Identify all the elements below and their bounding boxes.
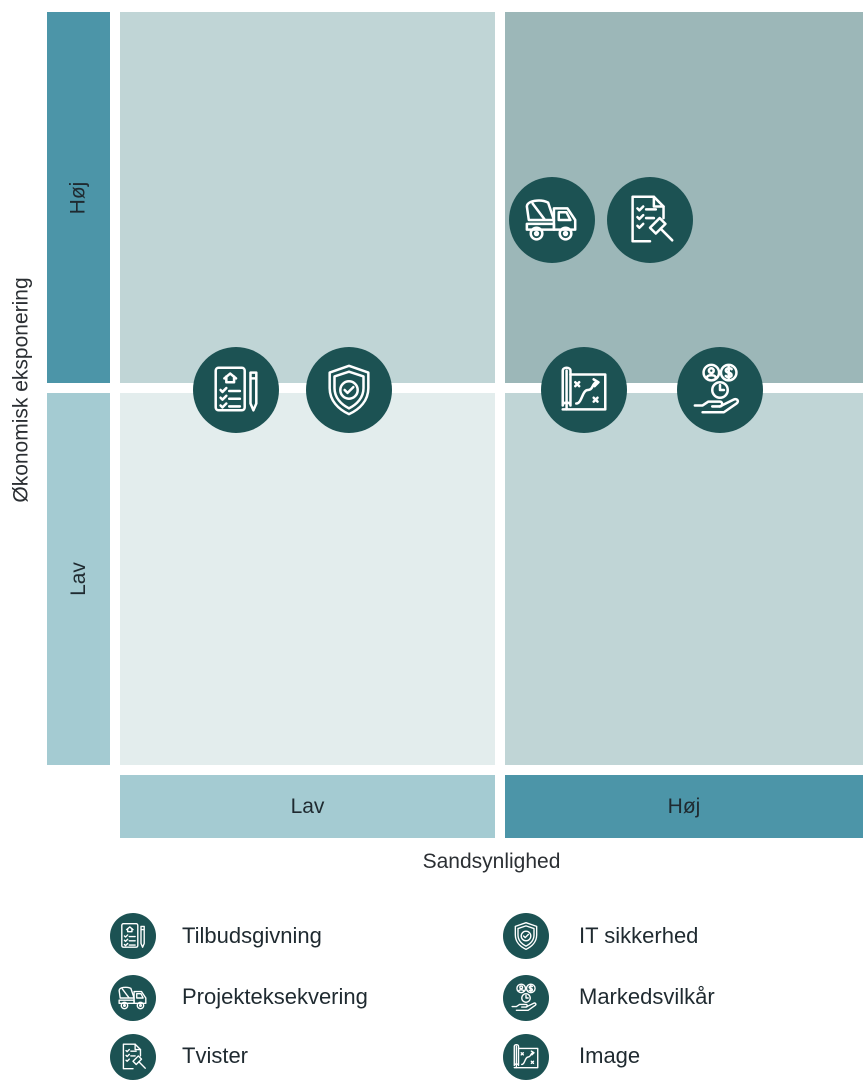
map-route-icon (510, 1041, 542, 1073)
marker-image (541, 347, 627, 433)
quadrant-high-exposure-low-probability (120, 12, 495, 383)
legend-label-markedsvilkaar: Markedsvilkår (579, 984, 715, 1009)
legend-icon-markedsvilkaar (503, 975, 549, 1021)
cement-truck-icon (117, 982, 149, 1014)
x-band-low: Lav (120, 775, 495, 838)
y-band-low-label: Lav (66, 562, 90, 596)
map-route-icon (555, 361, 613, 419)
marker-it-sikkerhed (306, 347, 392, 433)
document-gavel-icon (621, 191, 679, 249)
legend-icon-image (503, 1034, 549, 1080)
legend-icon-tilbudsgivning (110, 913, 156, 959)
x-band-low-label: Lav (290, 794, 325, 818)
legend-label-it-sikkerhed: IT sikkerhed (579, 923, 699, 948)
legend-icon-projekteksekvering (110, 975, 156, 1021)
quadrant-low-exposure-low-probability (120, 393, 495, 765)
legend-label-tilbudsgivning: Tilbudsgivning (182, 923, 322, 948)
y-band-high-label: Høj (66, 181, 90, 214)
marker-projekteksekvering (509, 177, 595, 263)
shield-check-icon (320, 361, 378, 419)
marker-tvister (607, 177, 693, 263)
quadrant-low-exposure-high-probability (505, 393, 863, 765)
y-band-high: Høj (47, 12, 110, 383)
document-gavel-icon (117, 1041, 149, 1073)
marker-tilbudsgivning (193, 347, 279, 433)
x-axis-title: Sandsynlighed (422, 850, 561, 873)
legend-label-image: Image (579, 1043, 641, 1068)
marker-markedsvilkaar (677, 347, 763, 433)
legend-label-tvister: Tvister (182, 1043, 248, 1068)
y-band-low: Lav (47, 393, 110, 765)
y-axis-title: Økonomisk eksponering (10, 277, 33, 503)
hand-money-icon (510, 982, 542, 1014)
legend-label-projekteksekvering: Projekteksekvering (182, 984, 368, 1009)
checklist-document-icon (207, 361, 265, 419)
shield-check-icon (510, 920, 542, 952)
x-band-high-label: Høj (667, 794, 701, 818)
legend-icon-it-sikkerhed (503, 913, 549, 959)
x-band-high: Høj (505, 775, 863, 838)
cement-truck-icon (523, 191, 581, 249)
hand-money-icon (691, 361, 749, 419)
legend-icon-tvister (110, 1034, 156, 1080)
checklist-document-icon (117, 920, 149, 952)
